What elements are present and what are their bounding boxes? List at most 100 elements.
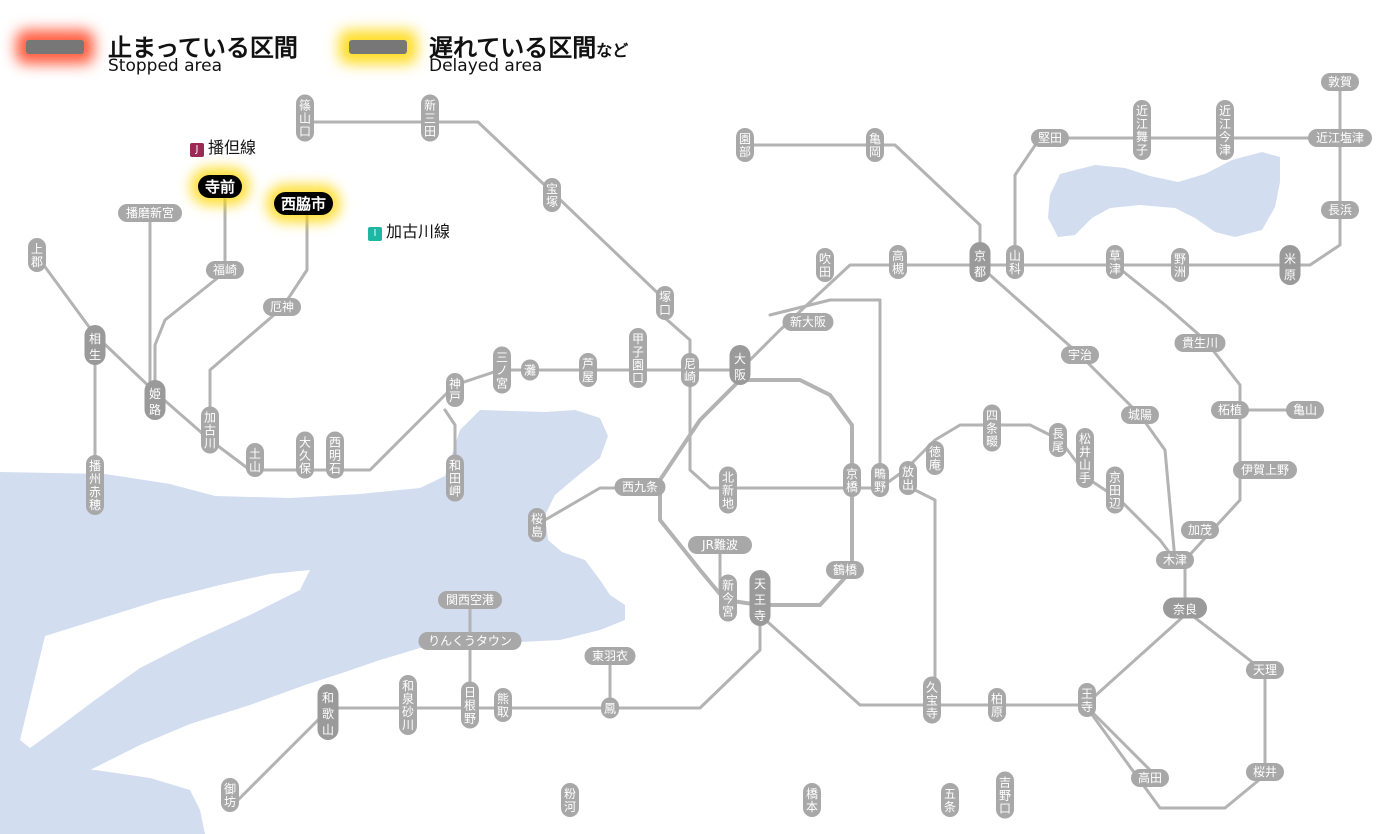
station-aioi[interactable]: 相生 — [84, 325, 106, 365]
station-okubo[interactable]: 大久保 — [296, 431, 314, 479]
station-higashihagoromo[interactable]: 東羽衣 — [584, 647, 636, 665]
station-harimashingu[interactable]: 播磨新宮 — [118, 204, 182, 222]
station-label: 大久保 — [299, 436, 311, 476]
station-pill — [941, 783, 959, 817]
station-igaueno[interactable]: 伊賀上野 — [1233, 461, 1297, 479]
station-wadamisaki[interactable]: 和田岬 — [446, 454, 464, 502]
station-yamashina[interactable]: 山科 — [1006, 245, 1024, 279]
station-omishiotsu[interactable]: 近江塩津 — [1308, 129, 1372, 147]
station-shinimamiya[interactable]: 新今宮 — [719, 574, 737, 622]
station-omimaiko[interactable]: 近江舞子 — [1133, 100, 1151, 160]
station-nara[interactable]: 奈良 — [1163, 597, 1207, 619]
station-kyotanabe[interactable]: 京田辺 — [1106, 466, 1124, 514]
station-kitashinchi[interactable]: 北新地 — [719, 466, 737, 514]
station-sannomiya[interactable]: 三ノ宮 — [493, 346, 511, 394]
delayed-station-nishiwakishi[interactable]: 西脇市 — [274, 192, 334, 215]
station-osaka[interactable]: 大阪 — [729, 345, 751, 385]
station-yasu[interactable]: 野洲 — [1171, 248, 1189, 282]
station-ashiya[interactable]: 芦屋 — [579, 353, 597, 387]
station-kyobashi[interactable]: 京橋 — [843, 463, 861, 497]
station-suita[interactable]: 吹田 — [816, 248, 834, 282]
station-kokawa[interactable]: 粉河 — [561, 783, 579, 817]
station-izumisunagawa[interactable]: 和泉砂川 — [399, 675, 417, 735]
station-tokuan[interactable]: 徳庵 — [926, 441, 944, 475]
station-tenri[interactable]: 天理 — [1246, 661, 1284, 679]
station-nishikujo[interactable]: 西九条 — [614, 478, 666, 496]
station-kizu[interactable]: 木津 — [1156, 551, 1194, 569]
station-fukusaki[interactable]: 福崎 — [206, 261, 244, 279]
delayed-station-teramae[interactable]: 寺前 — [198, 175, 243, 198]
station-shijonawate[interactable]: 四条畷 — [983, 404, 1001, 452]
station-yashiro[interactable]: 厄神 — [263, 298, 301, 316]
station-label: 敦賀 — [1328, 74, 1352, 89]
station-tsuruhashi[interactable]: 鶴橋 — [826, 561, 864, 579]
station-nagao[interactable]: 長尾 — [1049, 423, 1067, 457]
station-hanaten[interactable]: 放出 — [899, 461, 917, 495]
kyoto-line — [738, 263, 1292, 372]
station-wakayama[interactable]: 和歌山 — [317, 684, 339, 740]
station-kibukawa[interactable]: 貴生川 — [1174, 334, 1226, 352]
station-kamigori[interactable]: 上郡 — [28, 238, 46, 272]
station-tsuge[interactable]: 柘植 — [1211, 401, 1249, 419]
station-pill — [418, 632, 522, 650]
station-jrnamba[interactable]: JR難波 — [688, 536, 752, 554]
station-kyoto[interactable]: 京都 — [969, 242, 991, 282]
station-kyuhoji[interactable]: 久宝寺 — [923, 676, 941, 724]
station-nagahama[interactable]: 長浜 — [1321, 201, 1359, 219]
station-pill — [1121, 406, 1159, 424]
station-kashiwara[interactable]: 柏原 — [988, 688, 1006, 722]
station-kamo[interactable]: 加茂 — [1181, 521, 1219, 539]
station-gobo[interactable]: 御坊 — [221, 778, 239, 812]
station-shigino[interactable]: 鴫野 — [871, 463, 889, 497]
station-kusatsu[interactable]: 草津 — [1106, 245, 1124, 279]
station-tsuchiyama[interactable]: 土山 — [246, 443, 264, 477]
station-nada[interactable]: 灘 — [521, 359, 539, 381]
station-takatsuki[interactable]: 高槻 — [889, 245, 907, 279]
station-kakogawa[interactable]: 加古川 — [201, 406, 219, 454]
station-takada[interactable]: 高田 — [1131, 769, 1169, 787]
station-uji[interactable]: 宇治 — [1061, 346, 1099, 364]
station-kansaiairport[interactable]: 関西空港 — [438, 591, 502, 609]
station-sakurajima[interactable]: 桜島 — [528, 508, 546, 542]
station-pill — [263, 298, 301, 316]
station-johyo[interactable]: 城陽 — [1121, 406, 1159, 424]
station-rinkuutown[interactable]: りんくうタウン — [418, 632, 522, 650]
station-matsuiyamate[interactable]: 松井山手 — [1076, 428, 1094, 488]
station-pill — [446, 454, 464, 502]
station-gojo[interactable]: 五条 — [941, 783, 959, 817]
station-pill — [983, 404, 1001, 452]
station-shinsanda[interactable]: 新三田 — [421, 94, 439, 142]
station-tsukaguchi[interactable]: 塚口 — [656, 286, 674, 320]
station-kameoka[interactable]: 亀岡 — [866, 128, 884, 162]
station-sasayamaguchi[interactable]: 篠山口 — [296, 94, 314, 142]
station-hashimoto[interactable]: 橋本 — [803, 783, 821, 817]
station-label: 宝塚 — [546, 182, 558, 209]
station-amagasaki[interactable]: 尼崎 — [681, 353, 699, 387]
station-pill — [826, 561, 864, 579]
station-label: 和泉砂川 — [402, 679, 414, 732]
station-pill — [1279, 245, 1301, 285]
station-tennoji[interactable]: 天王寺 — [749, 570, 771, 626]
station-kameyama[interactable]: 亀山 — [1286, 401, 1324, 419]
station-otori[interactable]: 鳳 — [601, 697, 619, 719]
station-kumatori[interactable]: 熊取 — [494, 688, 512, 722]
station-kobe[interactable]: 神戸 — [446, 373, 464, 407]
station-takarazuka[interactable]: 宝塚 — [543, 178, 561, 212]
station-maibara[interactable]: 米原 — [1279, 245, 1301, 285]
station-katata[interactable]: 堅田 — [1031, 129, 1069, 147]
station-shinosaka[interactable]: 新大阪 — [782, 313, 834, 331]
station-hineno[interactable]: 日根野 — [461, 681, 479, 729]
station-himeji[interactable]: 姫路 — [144, 380, 166, 420]
station-sakurai[interactable]: 桜井 — [1246, 763, 1284, 781]
station-yoshinoguchi[interactable]: 吉野口 — [996, 771, 1014, 819]
station-banshuako[interactable]: 播州赤穂 — [86, 455, 104, 515]
station-sonobe[interactable]: 園部 — [736, 128, 754, 162]
station-koshienguchi[interactable]: 甲子園口 — [629, 328, 647, 388]
station-tsuruga[interactable]: 敦賀 — [1321, 73, 1359, 91]
station-omiimazu[interactable]: 近江今津 — [1216, 100, 1234, 160]
station-nishiakashi[interactable]: 西明石 — [326, 431, 344, 479]
station-oji[interactable]: 王寺 — [1078, 683, 1096, 717]
